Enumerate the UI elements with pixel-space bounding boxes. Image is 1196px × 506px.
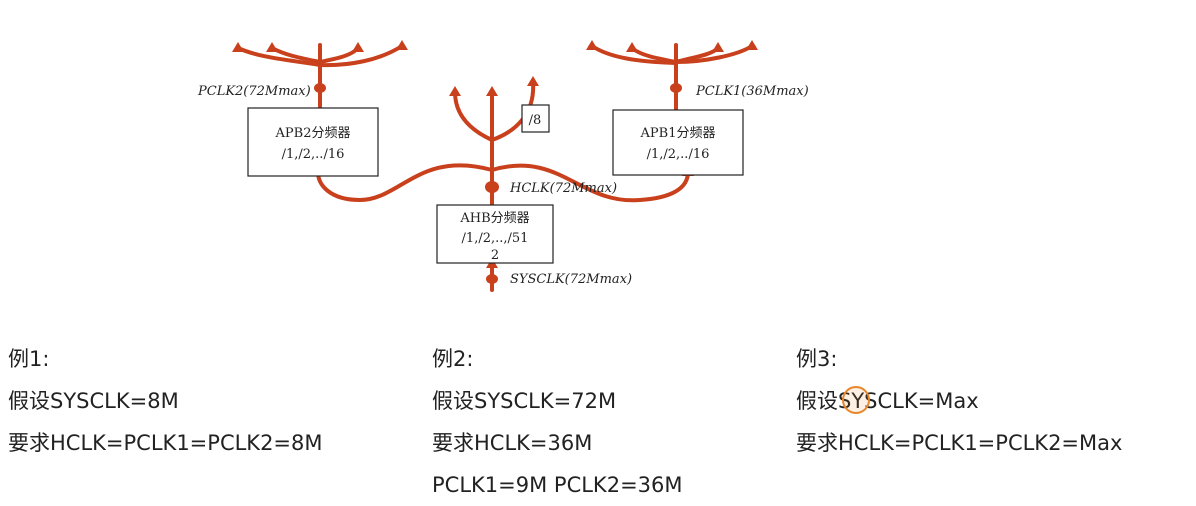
hclk-label: HCLK(72Mmax) [509, 181, 617, 196]
apb2-box-divisors: /1,/2,../16 [282, 147, 345, 162]
example-3-title: 例3: [796, 347, 838, 371]
ahb-box-divisors: /1,/2,..,/51 [462, 231, 529, 246]
hclk-branch-left-top [453, 90, 494, 142]
pclk1-branch-left [590, 44, 678, 65]
example-1-title: 例1: [8, 347, 50, 371]
ahb-box: AHB分频器 /1,/2,..,/51 2 [436, 204, 554, 264]
apb1-box-title: APB1分频器 [640, 126, 716, 141]
clock-tree-diagram: APB2分频器 /1,/2,../16 APB1分频器 /1,/2,../16 … [197, 40, 809, 292]
pclk2-branch-far [318, 44, 404, 68]
apb2-box: APB2分频器 /1,/2,../16 [247, 107, 379, 177]
example-1: 例1: 假设SYSCLK=8M 要求HCLK=PCLK1=PCLK2=8M [8, 338, 323, 464]
apb1-box: APB1分频器 /1,/2,../16 [612, 109, 744, 176]
hclk-to-apb1 [490, 163, 690, 203]
ahb-box-divisors-wrap: 2 [491, 248, 499, 263]
pclk2-label: PCLK2(72Mmax) [197, 84, 311, 99]
ahb-box-title: AHB分频器 [459, 211, 529, 226]
apb1-box-divisors: /1,/2,../16 [647, 147, 710, 162]
example-2-line-3: PCLK1=9M PCLK2=36M [432, 473, 683, 497]
example-3: 例3: 假设SYSCLK=Max 要求HCLK=PCLK1=PCLK2=Max [796, 338, 1122, 464]
example-2-line-2: 要求HCLK=36M [432, 431, 593, 455]
div8-label: /8 [529, 113, 542, 128]
sysclk-label: SYSCLK(72Mmax) [510, 272, 632, 287]
example-3-line-1: 假设SYSCLK=Max [796, 389, 979, 413]
apb2-box-title: APB2分频器 [275, 126, 351, 141]
pclk2-branch-right [318, 46, 360, 64]
example-1-line-2: 要求HCLK=PCLK1=PCLK2=8M [8, 431, 323, 455]
example-2-title: 例2: [432, 347, 474, 371]
pclk1-label: PCLK1(36Mmax) [695, 84, 809, 99]
mouse-cursor-highlight [842, 386, 870, 414]
example-3-line-2: 要求HCLK=PCLK1=PCLK2=Max [796, 431, 1123, 455]
example-2: 例2: 假设SYSCLK=72M 要求HCLK=36M PCLK1=9M PCL… [432, 338, 683, 506]
hclk-to-apb2 [316, 163, 494, 202]
example-1-line-1: 假设SYSCLK=8M [8, 389, 179, 413]
example-2-line-1: 假设SYSCLK=72M [432, 389, 617, 413]
pclk2-branch-left [236, 46, 322, 67]
div8-box: /8 [521, 104, 550, 133]
